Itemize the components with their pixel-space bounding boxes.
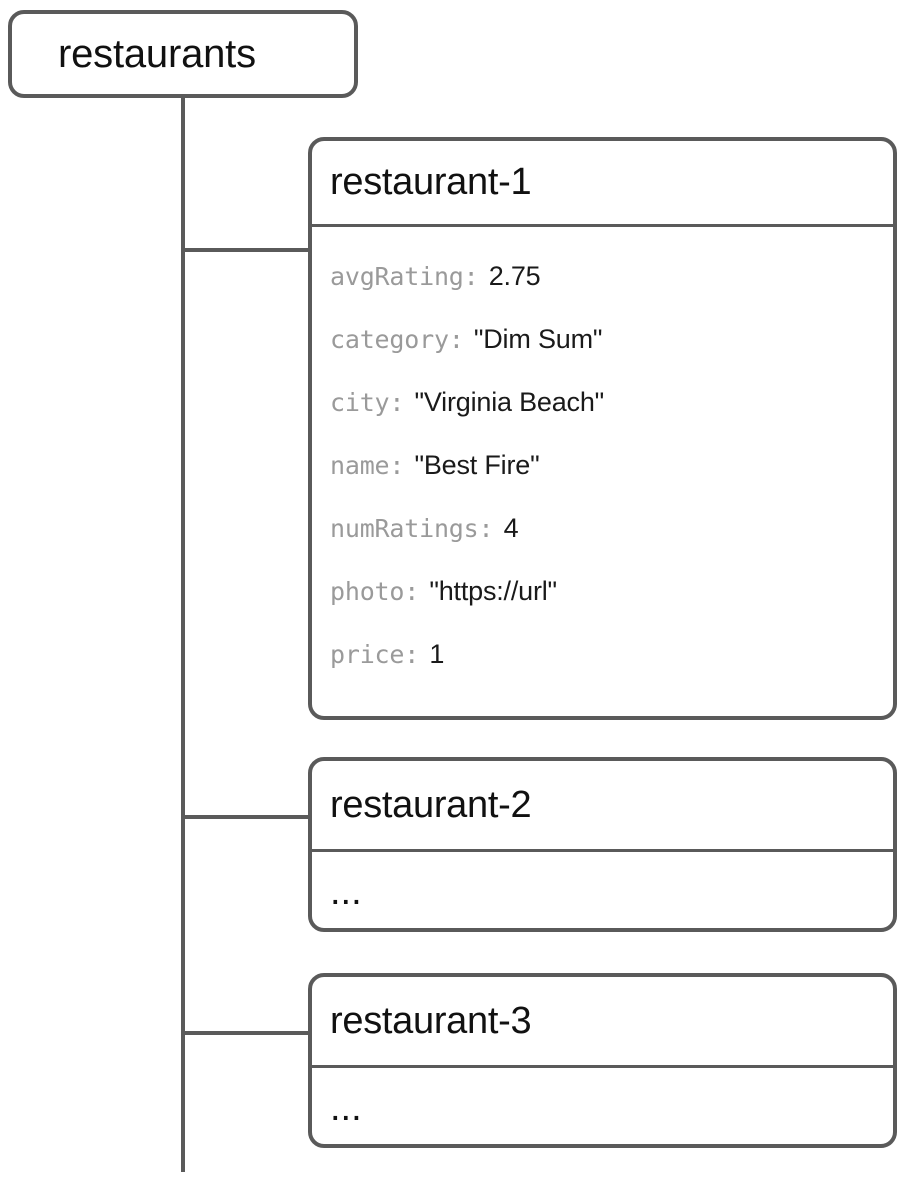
field-key: city [330,388,390,417]
document-card-header[interactable]: restaurant-3 [312,977,893,1068]
field-separator: : [463,262,479,291]
field-value: "Dim Sum" [473,324,603,354]
document-card-restaurant-1[interactable]: restaurant-1 avgRating : 2.75 category :… [308,137,897,720]
field-row: price : 1 [312,623,893,686]
field-separator: : [389,451,405,480]
field-value: 2.75 [488,261,541,291]
field-row: avgRating : 2.75 [312,245,893,308]
field-key: numRatings [330,514,479,543]
document-title: restaurant-2 [330,783,532,826]
field-value: "Virginia Beach" [414,387,605,417]
field-value: 1 [429,639,445,669]
collapsed-placeholder-row: ... [312,1068,893,1144]
document-field-list: ... [312,852,893,928]
field-row: name : "Best Fire" [312,434,893,497]
field-value: "https://url" [429,576,557,606]
document-card-header[interactable]: restaurant-1 [312,141,893,227]
root-collection-node[interactable]: restaurants [8,10,358,98]
document-card-restaurant-3[interactable]: restaurant-3 ... [308,973,897,1148]
field-separator: : [404,640,420,669]
field-key: photo [330,577,405,606]
field-key: avgRating [330,262,464,291]
field-value: "Best Fire" [414,450,540,480]
field-key: price [330,640,405,669]
document-title: restaurant-1 [330,161,532,203]
document-field-list: ... [312,1068,893,1144]
field-key: name [330,451,390,480]
field-separator: : [404,577,420,606]
collapsed-placeholder: ... [330,870,362,913]
field-row: category : "Dim Sum" [312,308,893,371]
field-row: city : "Virginia Beach" [312,371,893,434]
field-row: numRatings : 4 [312,497,893,560]
collapsed-placeholder-row: ... [312,852,893,928]
field-separator: : [478,514,494,543]
document-title: restaurant-3 [330,999,532,1042]
collapsed-placeholder: ... [330,1086,362,1129]
root-collection-label: restaurants [58,31,256,76]
document-card-header[interactable]: restaurant-2 [312,761,893,852]
field-separator: : [389,388,405,417]
document-field-list: avgRating : 2.75 category : "Dim Sum" ci… [312,227,893,686]
field-key: category [330,325,449,354]
field-separator: : [448,325,464,354]
document-card-restaurant-2[interactable]: restaurant-2 ... [308,757,897,932]
field-value: 4 [503,513,519,543]
field-row: photo : "https://url" [312,560,893,623]
